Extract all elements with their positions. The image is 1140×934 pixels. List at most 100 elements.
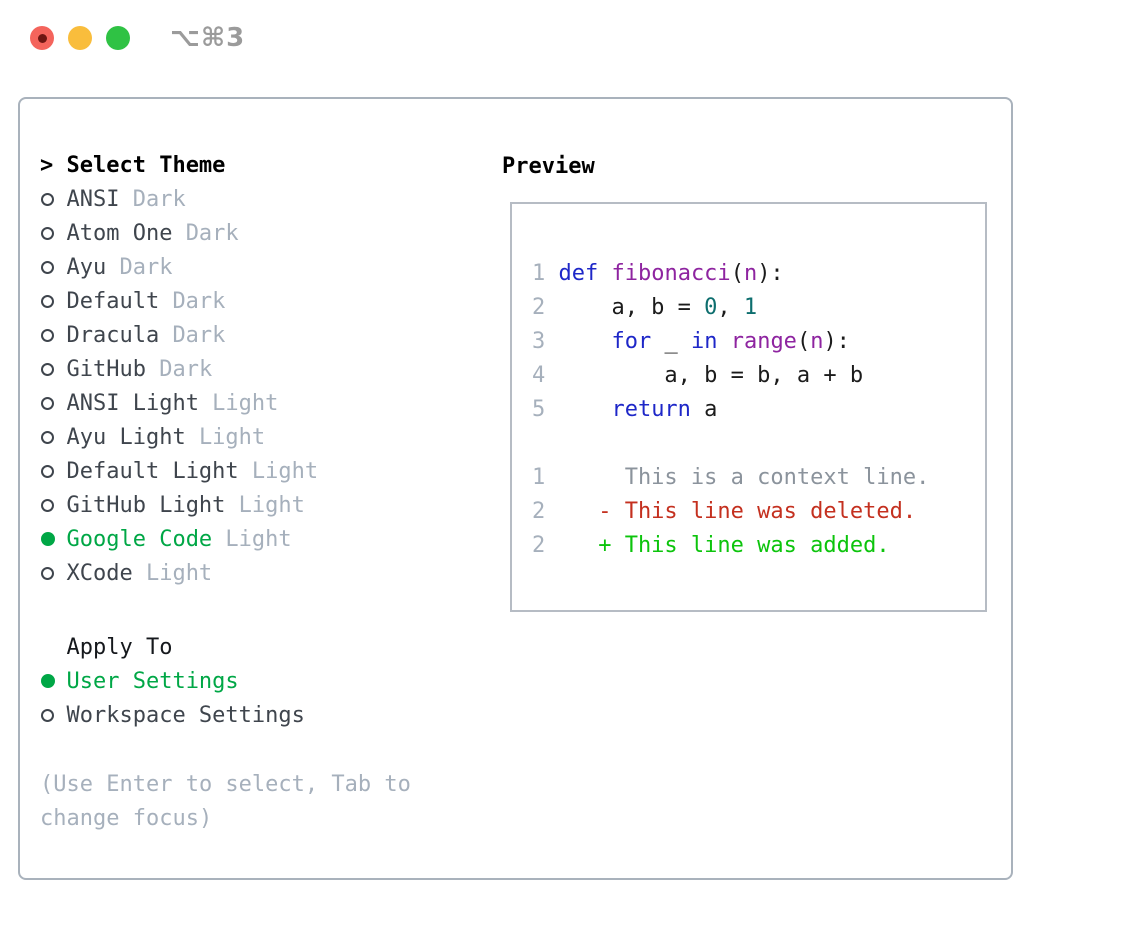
item-label: ANSI Light bbox=[66, 391, 199, 416]
zoom-button[interactable] bbox=[106, 26, 130, 50]
item-label: Atom One bbox=[66, 221, 173, 246]
apply-option-user-settings[interactable]: User Settings bbox=[40, 665, 480, 699]
radio-icon bbox=[41, 397, 54, 410]
theme-item-ayu[interactable]: Ayu Dark bbox=[40, 251, 480, 285]
item-label: GitHub bbox=[66, 357, 146, 382]
code-token: 1 bbox=[743, 294, 758, 320]
code-token: a, b = b, a + b bbox=[558, 362, 864, 388]
code-token: range bbox=[730, 328, 797, 354]
code-token: ( bbox=[730, 260, 744, 286]
select-theme-title: Select Theme bbox=[66, 153, 226, 178]
theme-variant-tag: Light bbox=[238, 493, 305, 518]
code-token: ( bbox=[796, 328, 811, 354]
close-button[interactable] bbox=[30, 26, 54, 50]
minimize-button[interactable] bbox=[68, 26, 92, 50]
line-number: 2 bbox=[532, 532, 546, 558]
radio-cell bbox=[40, 421, 66, 455]
code-token bbox=[558, 329, 611, 354]
theme-variant-tag: Light bbox=[225, 527, 292, 552]
theme-item-github[interactable]: GitHub Dark bbox=[40, 353, 480, 387]
apply-to-title: Apply To bbox=[66, 635, 173, 660]
code-token: fibonacci bbox=[611, 260, 731, 286]
code-line: 1 This is a context line. bbox=[532, 460, 985, 494]
theme-variant-tag: Dark bbox=[185, 221, 239, 246]
item-label: Dracula bbox=[66, 323, 160, 348]
radio-icon bbox=[41, 431, 54, 444]
item-label: Default Light bbox=[66, 459, 239, 484]
code-line: 5 return a bbox=[532, 392, 985, 426]
line-number: 1 bbox=[532, 464, 546, 490]
radio-selected-icon bbox=[41, 532, 55, 546]
radio-icon bbox=[41, 261, 54, 274]
code-token: a bbox=[690, 396, 718, 422]
line-number: 4 bbox=[532, 362, 546, 388]
theme-variant-tag: Light bbox=[198, 425, 266, 450]
line-number: 2 bbox=[532, 498, 546, 524]
code-token: for bbox=[611, 328, 652, 354]
radio-icon bbox=[41, 465, 54, 478]
radio-selected-icon bbox=[41, 674, 55, 688]
theme-item-github-light[interactable]: GitHub Light Light bbox=[40, 489, 480, 523]
code-token bbox=[558, 397, 611, 422]
code-token: ): bbox=[757, 260, 784, 286]
theme-item-atom-one[interactable]: Atom One Dark bbox=[40, 217, 480, 251]
theme-variant-tag: Dark bbox=[132, 187, 186, 212]
item-label: User Settings bbox=[66, 669, 239, 694]
line-number: 1 bbox=[532, 260, 546, 286]
blank-line bbox=[532, 426, 985, 460]
preview-header: Preview bbox=[502, 149, 595, 183]
item-label: Default bbox=[66, 289, 160, 314]
radio-cell bbox=[40, 183, 66, 217]
code-token bbox=[598, 261, 611, 286]
code-token: This is a context line. bbox=[558, 464, 930, 490]
section-spacer bbox=[40, 591, 480, 631]
code-line: 4 a, b = b, a + b bbox=[532, 358, 985, 392]
prompt-caret-icon: > bbox=[40, 153, 54, 178]
item-label: GitHub Light bbox=[66, 493, 226, 518]
item-label: ANSI bbox=[66, 187, 120, 212]
code-token: _ bbox=[651, 328, 691, 354]
radio-cell bbox=[40, 665, 66, 699]
item-label: Ayu bbox=[66, 255, 107, 280]
theme-variant-tag: Dark bbox=[172, 323, 226, 348]
radio-icon bbox=[41, 567, 54, 580]
code-token: in bbox=[690, 328, 718, 354]
code-token: return bbox=[611, 396, 691, 422]
code-token: + This line was added. bbox=[558, 532, 890, 558]
theme-item-default-light[interactable]: Default Light Light bbox=[40, 455, 480, 489]
theme-item-dracula[interactable]: Dracula Dark bbox=[40, 319, 480, 353]
radio-cell bbox=[40, 489, 66, 523]
theme-variant-tag: Light bbox=[251, 459, 319, 484]
keyboard-hint: (Use Enter to select, Tab to change focu… bbox=[40, 772, 411, 831]
radio-cell bbox=[40, 353, 66, 387]
item-label: Workspace Settings bbox=[66, 703, 305, 728]
window-title: ⌥⌘3 bbox=[170, 23, 246, 53]
radio-cell bbox=[40, 387, 66, 421]
radio-icon bbox=[41, 363, 54, 376]
radio-icon bbox=[41, 709, 54, 722]
code-token bbox=[717, 329, 730, 354]
radio-icon bbox=[41, 499, 54, 512]
line-number: 2 bbox=[532, 294, 546, 320]
theme-variant-tag: Light bbox=[145, 561, 213, 586]
apply-option-workspace-settings[interactable]: Workspace Settings bbox=[40, 699, 480, 733]
theme-variant-tag: Dark bbox=[119, 255, 173, 280]
code-line: 2 a, b = 0, 1 bbox=[532, 290, 985, 324]
line-number: 5 bbox=[532, 396, 546, 422]
theme-item-ansi[interactable]: ANSI Dark bbox=[40, 183, 480, 217]
code-token: a, b = bbox=[558, 294, 705, 320]
radio-cell bbox=[40, 523, 66, 557]
theme-variant-tag: Dark bbox=[159, 357, 213, 382]
code-line: 2 - This line was deleted. bbox=[532, 494, 985, 528]
